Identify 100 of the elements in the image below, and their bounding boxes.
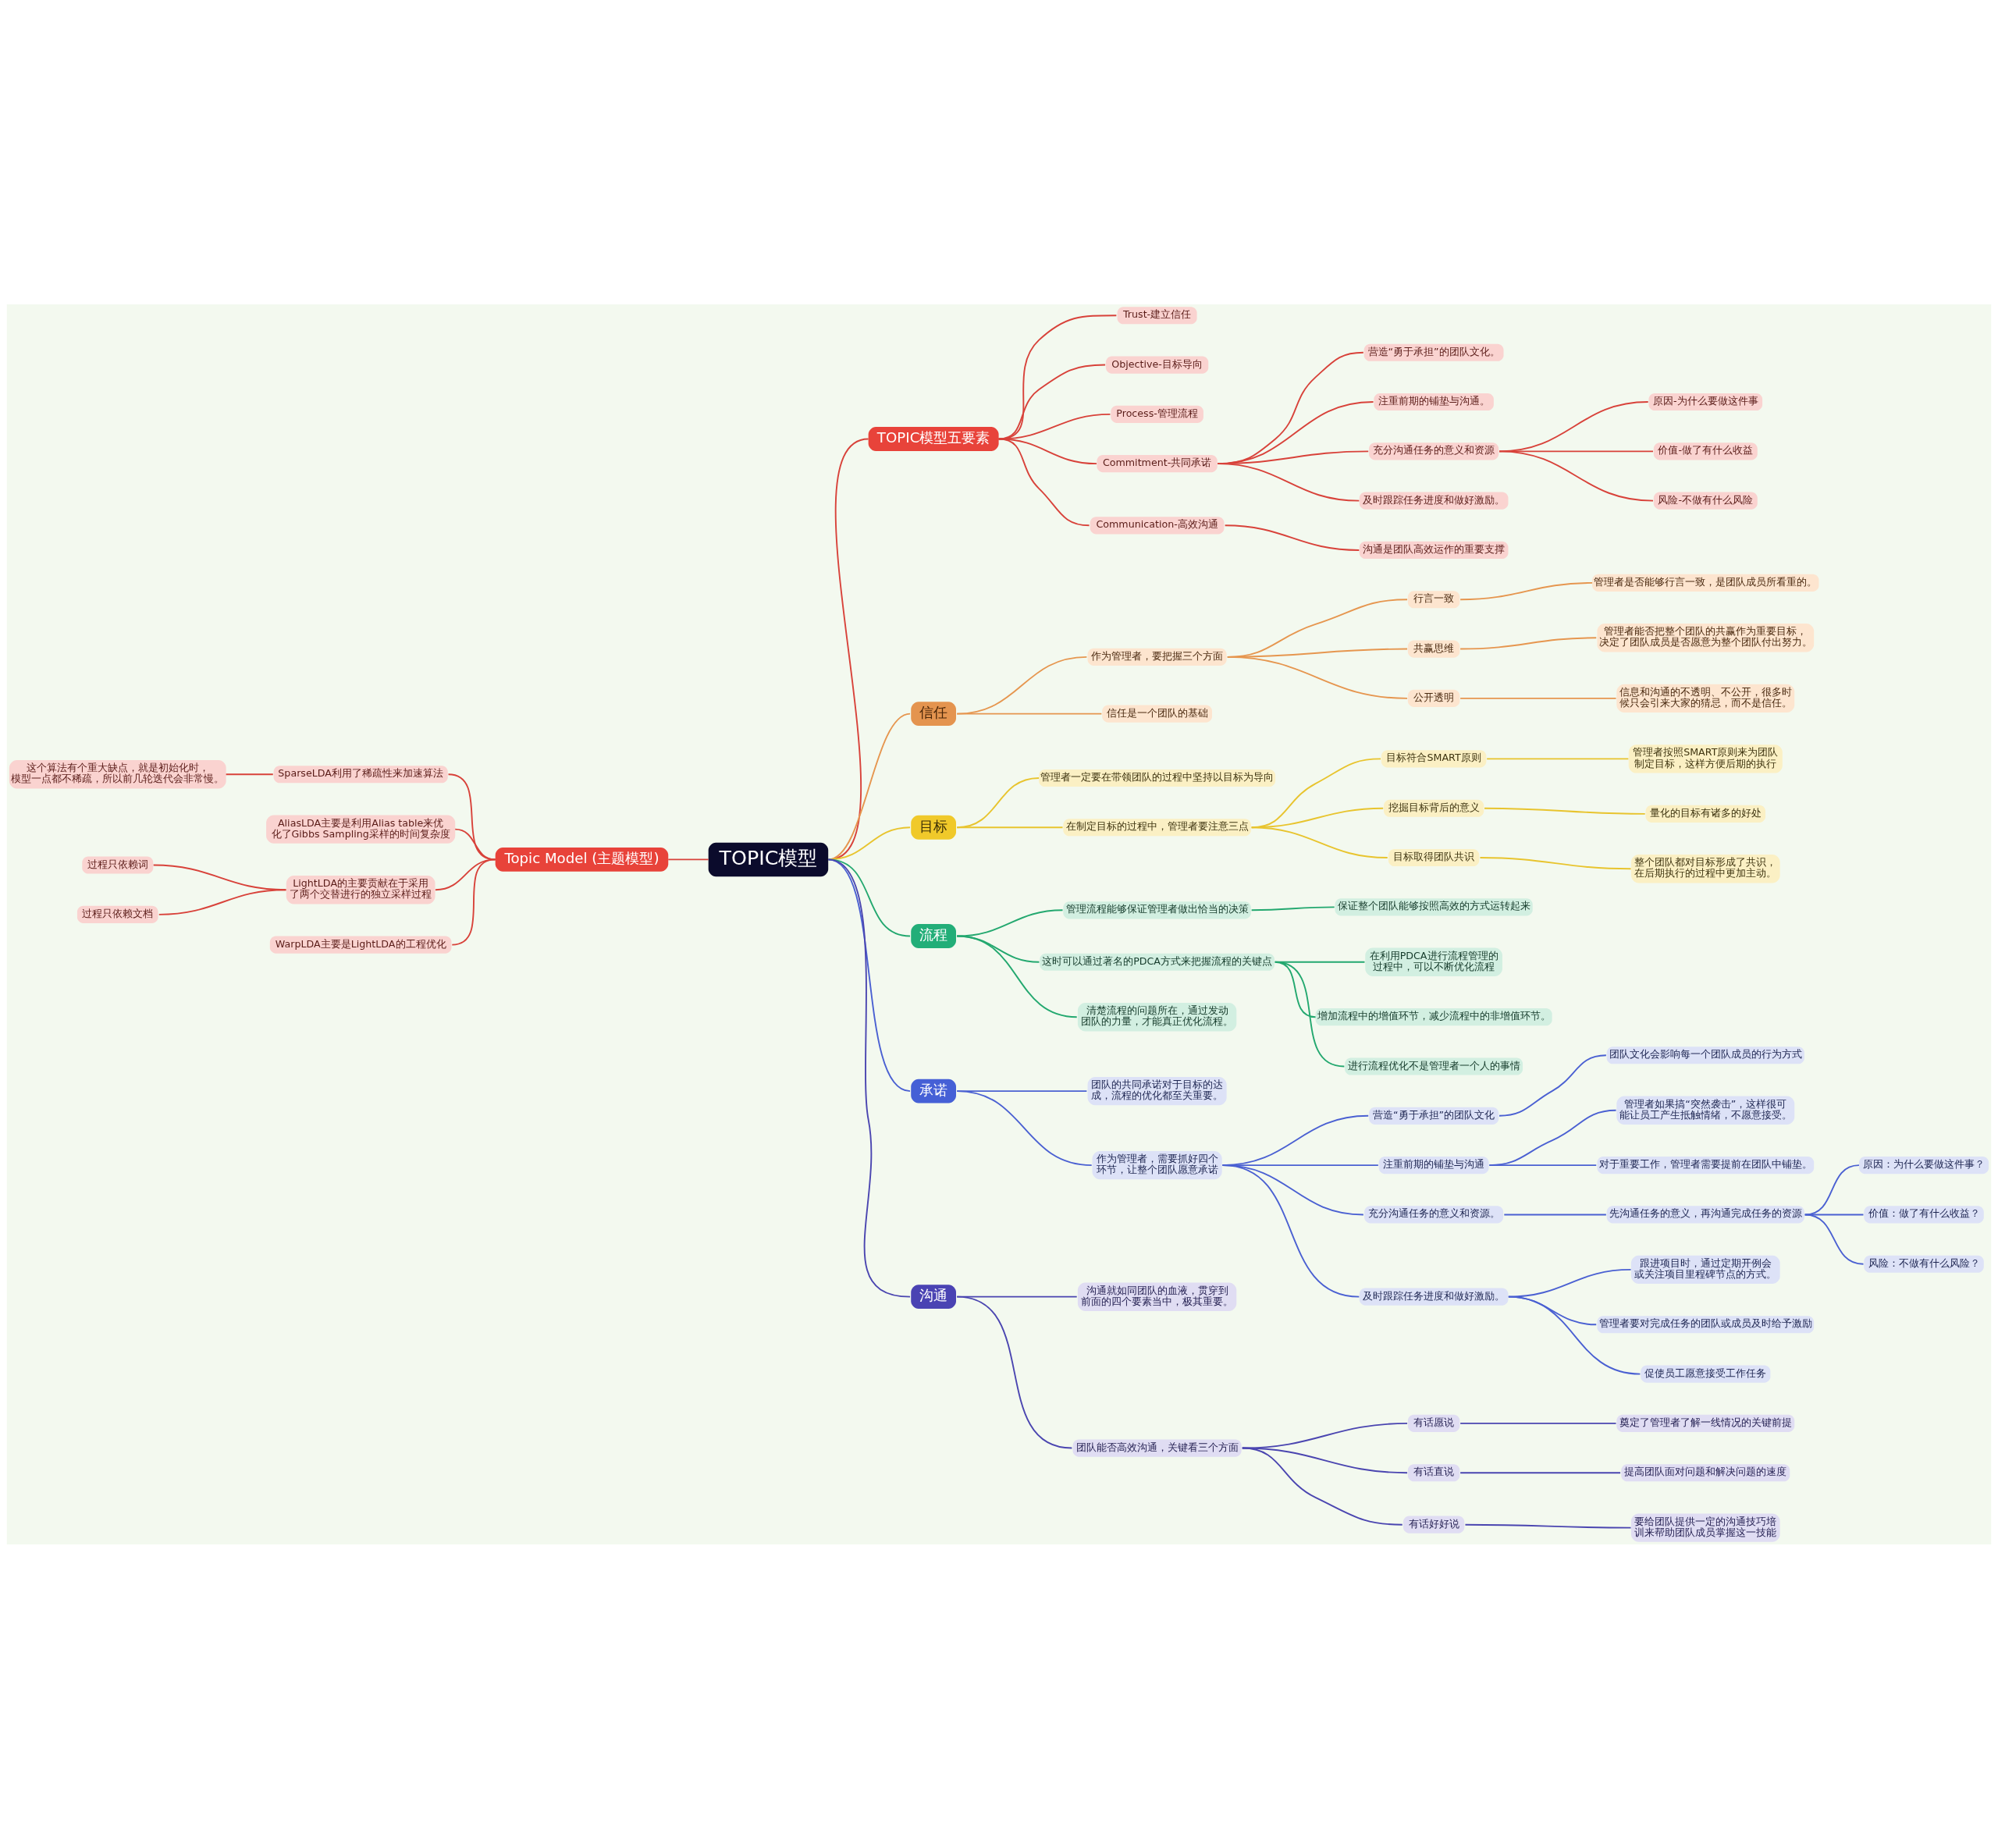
- node-box: 挖掘目标背后的意义: [1384, 799, 1484, 817]
- node-box: 量化的目标有诸多的好处: [1645, 805, 1766, 823]
- node-box: 有话愿说: [1407, 1414, 1460, 1432]
- node-box: Commitment-共同承诺: [1097, 454, 1218, 472]
- node-box: SparseLDA利用了稀疏性来加速算法: [273, 765, 448, 783]
- node-box: 有话好好说: [1403, 1516, 1465, 1533]
- node-box: 行言一致: [1407, 590, 1460, 608]
- node-box: LightLDA的主要贡献在于采用了两个交替进行的独立采样过程: [286, 875, 436, 904]
- connector: [827, 858, 911, 1298]
- node-box: 整个团队都对目标形成了共识，在后期执行的过程中更加主动。: [1630, 854, 1780, 883]
- connector: [1459, 1422, 1617, 1424]
- connector: [1804, 1214, 1865, 1215]
- node-box: 承诺: [911, 1079, 956, 1103]
- node-box: 流程: [911, 923, 956, 948]
- node-box: 注重前期的铺垫与沟通: [1378, 1156, 1489, 1174]
- node-box: 在制定目标的过程中，管理者要注意三点: [1063, 818, 1251, 836]
- node-box: 及时跟踪任务进度和做好激励。: [1359, 492, 1509, 510]
- connector: [447, 773, 496, 860]
- connector: [1503, 1214, 1607, 1215]
- node-box: 增加流程中的增值环节，减少流程中的非增值环节。: [1315, 1008, 1552, 1025]
- connector: [1250, 826, 1388, 858]
- connector: [1241, 1447, 1403, 1526]
- connector: [454, 828, 496, 860]
- node-box: 及时跟踪任务进度和做好激励。: [1359, 1288, 1509, 1306]
- node-box: 管理者要对完成任务的团队或成员及时给予激励: [1597, 1315, 1815, 1333]
- node-box: 跟进项目时，通过定期开例会或关注项目里程碑节点的方式。: [1630, 1255, 1780, 1284]
- connector: [225, 773, 274, 775]
- node-box: 营造“勇于承担”的团队文化: [1369, 1107, 1499, 1125]
- connector: [956, 935, 1078, 1018]
- connector: [1486, 757, 1630, 759]
- connector: [451, 858, 496, 946]
- node-box: 提高团队面对问题和解决问题的速度: [1621, 1463, 1790, 1481]
- node-box: 信任: [911, 701, 956, 726]
- connector: [1250, 905, 1335, 911]
- connector: [997, 438, 1090, 526]
- connector: [827, 826, 911, 860]
- node-box: 过程只依赖文档: [76, 905, 158, 923]
- node-box: 价值-做了有什么收益: [1653, 442, 1758, 460]
- connector: [956, 713, 1103, 715]
- node-box: 团队能否高效沟通，关键看三个方面: [1072, 1438, 1242, 1457]
- connector: [1459, 697, 1617, 699]
- node-box: 公开透明: [1407, 689, 1460, 707]
- connector: [956, 1295, 1073, 1448]
- node-box: 充分沟通任务的意义和资源。: [1364, 1205, 1504, 1223]
- connector: [1498, 1054, 1607, 1117]
- node-box: 作为管理者，需要抓好四个环节，让整个团队愿意承诺: [1092, 1150, 1222, 1179]
- node-box: 价值：做了有什么收益？: [1864, 1205, 1984, 1223]
- node-box: WarpLDA主要是LightLDA的工程优化: [269, 936, 452, 954]
- node-box: 要给团队提供一定的沟通技巧培训来帮助团队成员掌握这一技能: [1630, 1512, 1780, 1542]
- node-box: 管理者按照SMART原则来为团队制定目标，这样方便后期的执行: [1628, 744, 1783, 773]
- node-box: 团队文化会影响每一个团队成员的行为方式: [1606, 1046, 1804, 1064]
- node-box: Communication-高效沟通: [1090, 516, 1225, 534]
- connector: [1224, 524, 1360, 551]
- connector: [1479, 856, 1632, 869]
- node-box: 风险：不做有什么风险？: [1864, 1255, 1984, 1273]
- node-box: 清楚流程的问题所在，通过发动团队的力量，才能真正优化流程。: [1077, 1002, 1237, 1031]
- connector: [1274, 961, 1346, 1067]
- node-box: 管理者一定要在带领团队的过程中坚持以目标为导向: [1039, 769, 1276, 787]
- node-box: 沟通就如同团队的血液，贯穿到前面的四个要素当中，极其重要。: [1077, 1281, 1237, 1311]
- connector: [1507, 1295, 1641, 1375]
- node-box: 原因：为什么要做这件事？: [1858, 1156, 1989, 1174]
- connector: [1488, 1164, 1598, 1166]
- connector: [1459, 581, 1594, 600]
- node-box: 进行流程优化不是管理者一个人的事情: [1345, 1057, 1523, 1075]
- node-box: 促使员工愿意接受工作任务: [1641, 1365, 1771, 1383]
- node-box: 管理流程能够保证管理者做出恰当的决策: [1063, 901, 1251, 919]
- node-box: Objective-目标导向: [1105, 355, 1209, 374]
- node-box: 共赢思维: [1407, 640, 1460, 658]
- node-box: 沟通: [911, 1284, 956, 1309]
- connector: [997, 364, 1107, 439]
- node-box: TOPIC模型五要素: [868, 426, 999, 451]
- node-box: 目标符合SMART原则: [1381, 749, 1487, 767]
- node-box: 管理者是否能够行言一致，是团队成员所看重的。: [1592, 574, 1819, 592]
- node-box: 信息和沟通的不透明、不公开，很多时候只会引来大家的猜忌，而不是信任。: [1616, 684, 1795, 713]
- connector: [827, 713, 911, 860]
- node-box: 在利用PDCA进行流程管理的过程中，可以不断优化流程: [1365, 947, 1502, 976]
- node-box: Topic Model (主题模型): [495, 847, 669, 872]
- node-box: 信任是一个团队的基础: [1102, 705, 1212, 723]
- node-box: 奠定了管理者了解一线情况的关键前提: [1616, 1414, 1795, 1432]
- connector: [1459, 636, 1598, 649]
- node-box: 团队的共同承诺对于目标的达成，流程的优化都至关重要。: [1087, 1076, 1227, 1105]
- node-box: 管理者能否把整个团队的共赢作为重要目标，决定了团队成员是否愿意为整个团队付出努力。: [1597, 623, 1815, 652]
- node-box: 作为管理者，要把握三个方面: [1087, 648, 1227, 666]
- connector: [667, 858, 709, 860]
- connector: [956, 826, 1064, 828]
- node-box: Trust-建立信任: [1117, 306, 1197, 324]
- node-box: 营造“勇于承担”的团队文化。: [1363, 343, 1504, 361]
- node-box: 目标: [911, 815, 956, 840]
- node-box: 注重前期的铺垫与沟通。: [1374, 393, 1494, 410]
- node-box: 沟通是团队高效运作的重要支撑: [1359, 541, 1509, 559]
- node-box: 先沟通任务的意义，再沟通完成任务的资源: [1606, 1205, 1804, 1223]
- node-box: AliasLDA主要是利用Alias table来优化了Gibbs Sampling采样的时间复杂度: [266, 814, 456, 844]
- connector: [1464, 1523, 1632, 1529]
- connector: [1217, 462, 1360, 502]
- connector: [827, 858, 911, 1092]
- node-box: 风险-不做有什么风险: [1653, 492, 1758, 510]
- node-box: 这时可以通过著名的PDCA方式来把握流程的关键点: [1040, 953, 1275, 971]
- connector: [997, 413, 1111, 439]
- node-box: 有话直说: [1407, 1463, 1460, 1481]
- node-box: 过程只依赖词: [82, 855, 154, 874]
